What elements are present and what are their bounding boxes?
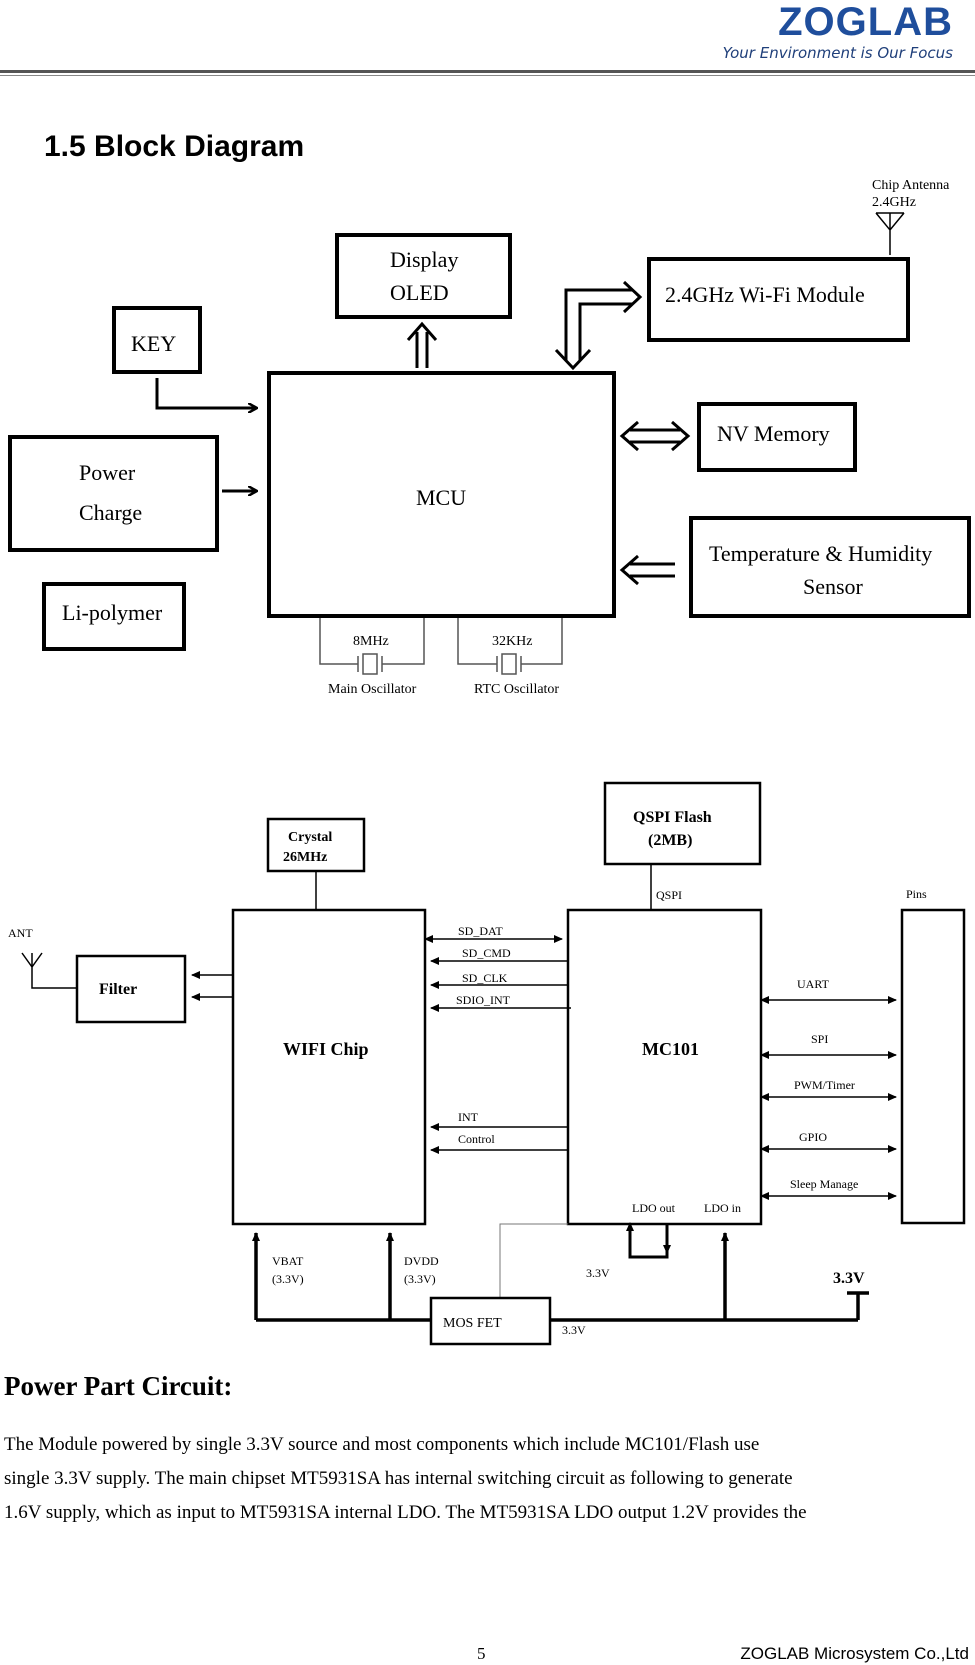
crystal-label-2: 26MHz <box>283 850 327 865</box>
sleep-label: Sleep Manage <box>790 1177 858 1191</box>
filter-box <box>75 954 187 1024</box>
mosfet-3v3-label: 3.3V <box>562 1323 586 1337</box>
qspi-flash-label-1: QSPI Flash <box>633 809 712 826</box>
qspi-flash-box <box>603 781 762 866</box>
mcu-box <box>267 371 616 618</box>
power-section-title: Power Part Circuit: <box>4 1371 233 1401</box>
arrow-sensor-to-mcu <box>619 554 675 586</box>
mosfet-box <box>429 1296 552 1346</box>
spi-label: SPI <box>811 1032 828 1046</box>
int-label: INT <box>458 1110 479 1124</box>
sd-cmd-label: SD_CMD <box>462 946 511 960</box>
pins-box <box>900 908 966 1225</box>
wifi-module-box <box>647 257 910 342</box>
li-polymer-label: Li-polymer <box>62 600 163 625</box>
key-box <box>112 306 202 374</box>
header-rule-thin <box>0 75 975 76</box>
antenna-label-1: Chip Antenna <box>872 180 950 193</box>
mcu-label: MCU <box>416 485 466 510</box>
footer-company: ZOGLAB Microsystem Co.,Ltd <box>740 1644 969 1663</box>
dvdd-label-2: (3.3V) <box>404 1272 436 1286</box>
logo-tagline: Your Environment is Our Focus <box>722 44 953 62</box>
block-diagram-top: Chip Antenna 2.4GHz Display OLED 2.4GHz … <box>8 180 971 697</box>
ldo-in-label: LDO in <box>704 1201 741 1215</box>
temp-label-2: Sensor <box>803 574 864 599</box>
main-oscillator <box>319 618 425 675</box>
nv-memory-box <box>697 402 857 472</box>
ldo-3v3-label: 3.3V <box>586 1266 610 1280</box>
power-section-paragraph: The Module powered by single 3.3V source… <box>4 1428 964 1530</box>
nv-memory-label: NV Memory <box>717 421 830 446</box>
header-rule <box>0 70 975 73</box>
chip-antenna-icon <box>875 212 905 255</box>
crystal-label-1: Crystal <box>288 830 332 845</box>
mosfet-label: MOS FET <box>443 1316 502 1331</box>
section-title: 1.5 Block Diagram <box>44 130 305 163</box>
ant-label: ANT <box>8 926 33 940</box>
qspi-label: QSPI <box>656 888 682 902</box>
uart-label: UART <box>797 977 830 991</box>
rtc-osc-freq: 32KHz <box>492 634 532 649</box>
sdio-int-label: SDIO_INT <box>456 993 511 1007</box>
rail-3v3-label: 3.3V <box>833 1270 865 1287</box>
ant-icon <box>21 952 77 989</box>
mc101-box <box>566 908 763 1226</box>
arrow-mcu-to-display <box>406 321 438 368</box>
wifi-chip-box <box>231 908 427 1226</box>
power-label-1: Power <box>79 460 136 485</box>
power-label-2: Charge <box>79 500 142 525</box>
pwm-label: PWM/Timer <box>794 1078 855 1092</box>
main-osc-label: Main Oscillator <box>328 682 417 697</box>
sd-dat-label: SD_DAT <box>458 924 503 938</box>
qspi-flash-label-2: (2MB) <box>648 832 692 849</box>
pins-label: Pins <box>906 887 927 901</box>
rtc-oscillator <box>457 618 563 675</box>
vbat-label-1: VBAT <box>272 1254 304 1268</box>
ldo-out-label: LDO out <box>632 1201 676 1215</box>
paragraph-line-3: 1.6V supply, which as input to MT5931SA … <box>4 1502 807 1523</box>
temp-label-1: Temperature & Humidity <box>709 541 932 566</box>
control-label: Control <box>458 1132 495 1146</box>
arrow-key-to-mcu <box>155 378 256 408</box>
paragraph-line-1: The Module powered by single 3.3V source… <box>4 1434 760 1455</box>
wifi-module-label: 2.4GHz Wi-Fi Module <box>665 282 865 307</box>
filter-label: Filter <box>99 981 137 998</box>
sd-clk-label: SD_CLK <box>462 971 508 985</box>
dvdd-label-1: DVDD <box>404 1254 439 1268</box>
gpio-label: GPIO <box>799 1130 827 1144</box>
display-label-1: Display <box>390 247 458 272</box>
display-label-2: OLED <box>390 280 449 305</box>
arrow-mcu-wifi <box>554 280 643 371</box>
display-oled-box <box>335 233 512 319</box>
block-diagram-bottom: QSPI Flash (2MB) QSPI Crystal 26MHz Pins… <box>8 781 966 1346</box>
arrow-mcu-nv <box>619 420 691 452</box>
rtc-osc-label: RTC Oscillator <box>474 682 559 697</box>
mc101-label: MC101 <box>642 1039 699 1059</box>
main-osc-freq: 8MHz <box>353 634 389 649</box>
key-label: KEY <box>131 331 176 356</box>
power-charge-box <box>8 435 219 552</box>
page-number: 5 <box>477 1644 486 1663</box>
wifi-chip-label: WIFI Chip <box>283 1039 369 1059</box>
li-polymer-box <box>42 582 186 651</box>
paragraph-line-2: single 3.3V supply. The main chipset MT5… <box>4 1468 793 1489</box>
vbat-label-2: (3.3V) <box>272 1272 304 1286</box>
zoglab-logo: ZOGLAB <box>778 0 953 44</box>
temp-humidity-box <box>689 516 971 618</box>
antenna-label-2: 2.4GHz <box>872 195 916 210</box>
ldo-loop <box>628 1225 669 1259</box>
